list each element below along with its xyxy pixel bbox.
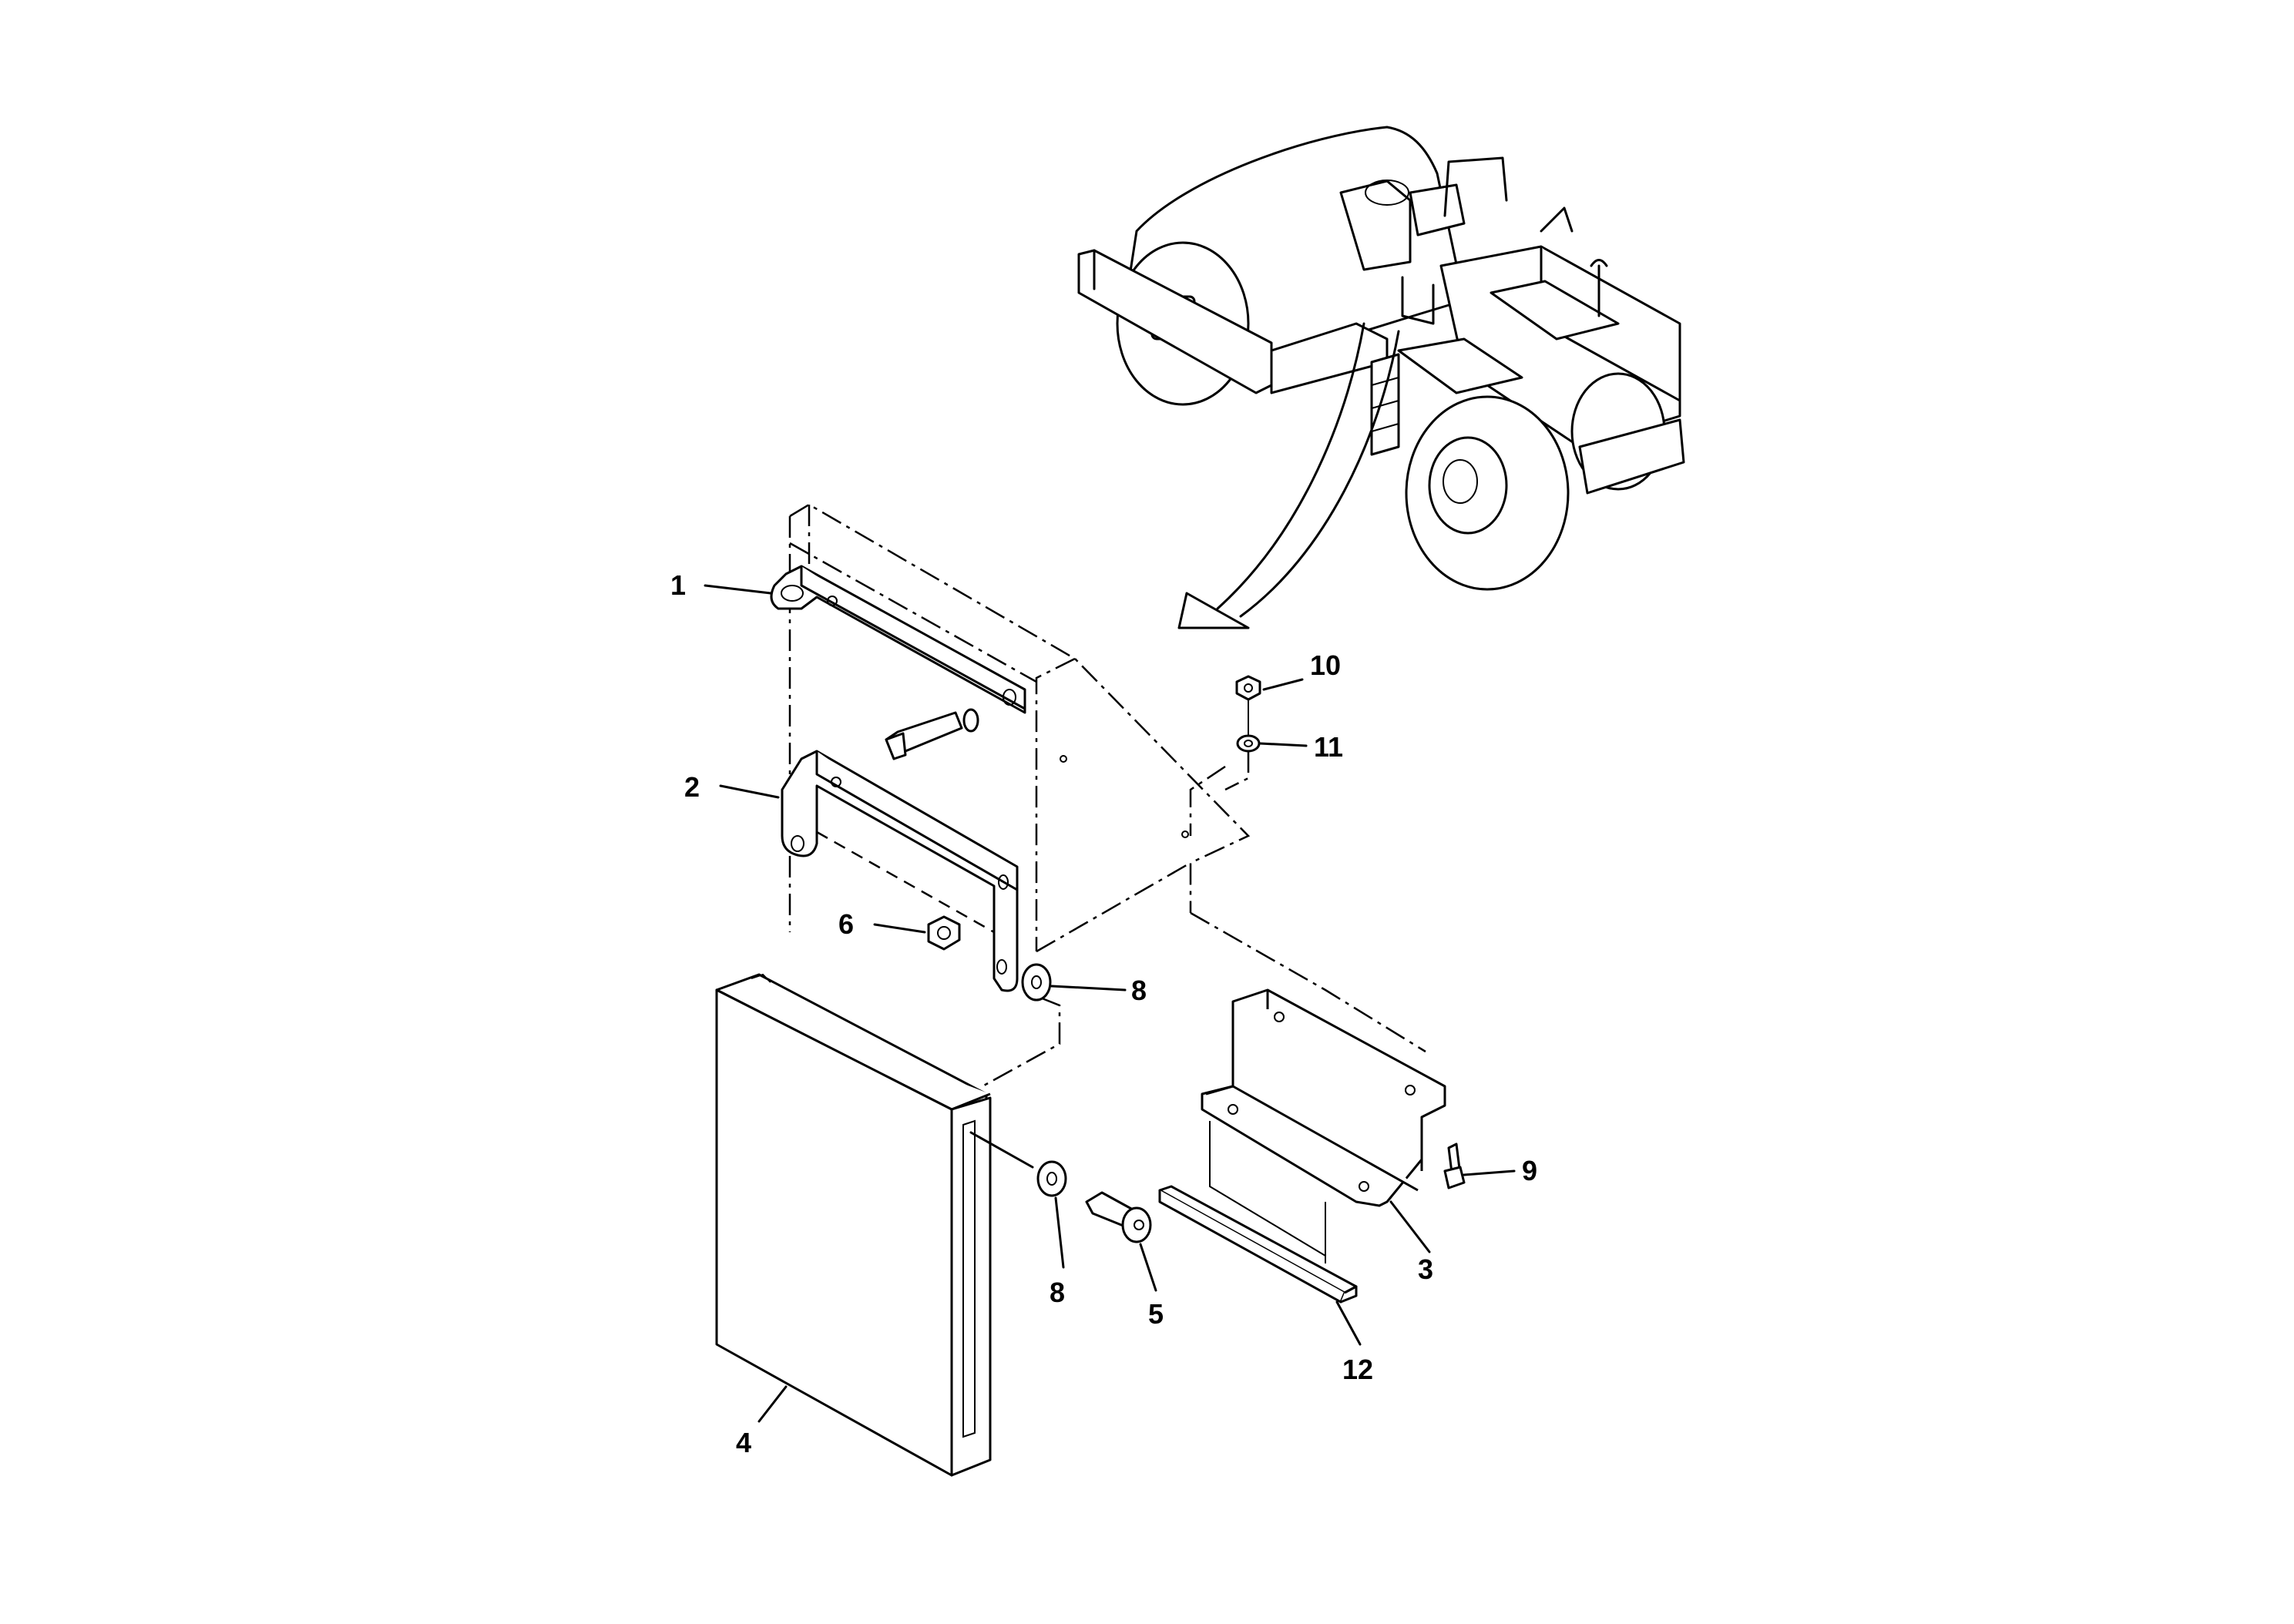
part-4-control-box <box>715 973 992 1477</box>
part-12-strip <box>1158 1185 1358 1304</box>
part-6-nut <box>927 915 961 951</box>
callout-9: 9 <box>1522 1155 1537 1186</box>
callout-11: 11 <box>1314 731 1343 763</box>
location-arrow <box>1177 322 1400 629</box>
part-10-nut <box>1235 675 1261 701</box>
part-8-washer-lower <box>969 1131 1067 1197</box>
callout-2: 2 <box>684 771 700 803</box>
callout-8-upper: 8 <box>1131 975 1147 1006</box>
part-5-shoulder-bolt <box>1085 1191 1152 1243</box>
leader-lines <box>704 584 1516 1423</box>
callout-3: 3 <box>1418 1253 1433 1285</box>
callout-8-lower: 8 <box>1050 1277 1065 1308</box>
part-11-washer <box>1236 734 1261 753</box>
mounting-housing-outline <box>788 503 1426 1088</box>
callout-labels: 1 2 3 4 5 6 8 8 9 10 11 12 <box>670 569 1537 1458</box>
part-2-lower-bracket <box>781 750 1019 992</box>
callout-6: 6 <box>838 908 854 940</box>
part-9-screw <box>1443 1143 1466 1189</box>
callout-1: 1 <box>670 569 686 601</box>
callout-4: 4 <box>736 1427 751 1458</box>
part-1-upper-bracket <box>770 565 1026 714</box>
part-3-support-bracket <box>1201 988 1446 1263</box>
roller-vehicle-illustration <box>1077 126 1685 591</box>
callout-12: 12 <box>1342 1354 1373 1385</box>
callout-10: 10 <box>1310 649 1341 681</box>
part-8-washer-upper <box>1021 963 1052 1002</box>
bolt-bracket-1 <box>885 708 979 760</box>
callout-5: 5 <box>1148 1298 1164 1330</box>
